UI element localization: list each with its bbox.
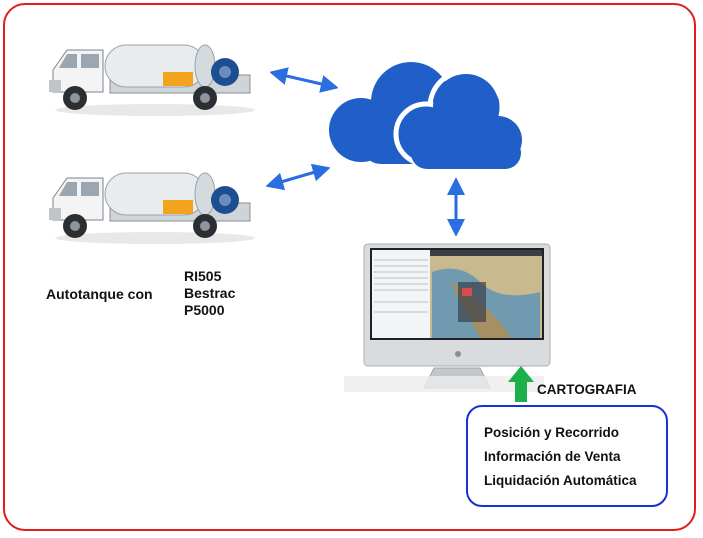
bidirectional-arrow-icon xyxy=(266,163,330,191)
tank-truck-icon xyxy=(49,44,255,116)
truck-caption-prefix: Autotanque con xyxy=(46,286,153,302)
features-box: Posición y Recorrido Información de Vent… xyxy=(466,405,668,507)
feature-position-route: Posición y Recorrido xyxy=(484,425,620,440)
diagram-frame xyxy=(3,3,696,531)
truck-model-bestrac: Bestrac xyxy=(184,285,236,301)
feature-sales-info: Información de Venta xyxy=(484,449,621,464)
tank-truck-icon xyxy=(49,172,255,244)
truck-model-ri505: RI505 xyxy=(184,268,222,284)
desktop-monitor-icon xyxy=(344,243,551,392)
bidirectional-arrow-icon xyxy=(270,67,338,93)
green-up-arrow-icon xyxy=(508,366,534,402)
truck-model-p5000: P5000 xyxy=(184,302,225,318)
bidirectional-arrow-icon xyxy=(447,178,465,236)
cloud-icon xyxy=(329,62,522,169)
feature-auto-liquidation: Liquidación Automática xyxy=(484,473,637,488)
cartografia-label: CARTOGRAFIA xyxy=(537,382,637,397)
